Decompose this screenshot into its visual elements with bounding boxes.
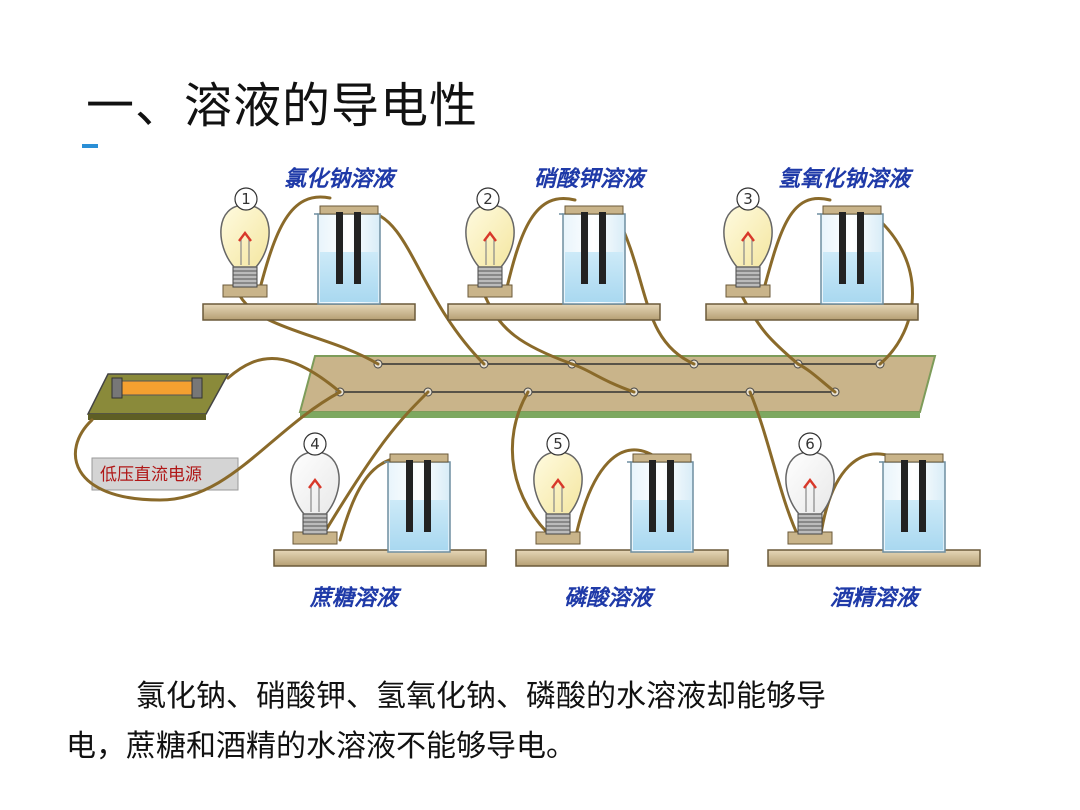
solution-label: 磷酸溶液 [564,585,656,611]
title-accent-mark [82,144,98,148]
setup-number: 1 [241,190,251,208]
setup-2: 2 硝酸钾溶液 [447,166,661,321]
setup-number-circle [736,187,760,211]
caption-line-1: 氯化钠、硝酸钾、氢氧化钠、磷酸的水溶液却能够导 [136,679,826,714]
unlit-bulb-icon [290,451,340,545]
caption-line-2: 电，蔗糖和酒精的水溶液不能够导电。 [66,729,576,764]
setup-number: 4 [310,435,320,453]
lit-bulb-icon [220,204,270,298]
setup-1: 1 氯化钠溶液 [202,166,416,321]
solution-label: 氢氧化钠溶液 [778,166,914,192]
beaker-icon [384,453,451,553]
beaker-icon [559,205,626,305]
base-board [515,549,729,567]
setup-number: 6 [805,435,815,453]
power-source-label: 低压直流电源 [100,465,202,485]
beaker-icon [314,205,381,305]
power-source [86,373,230,420]
setup-number-circle [303,432,327,456]
setup-5: 5 磷酸溶液 [515,432,729,611]
lit-bulb-icon [723,204,773,298]
solution-label: 硝酸钾溶液 [534,166,648,192]
setup-number-circle [798,432,822,456]
setup-number-circle [234,187,258,211]
solution-label: 酒精溶液 [830,585,922,611]
caption: 氯化钠、硝酸钾、氢氧化钠、磷酸的水溶液却能够导 电，蔗糖和酒精的水溶液不能够导电… [66,672,1006,772]
setup-4: 4 蔗糖溶液 [273,432,487,611]
solution-label: 蔗糖溶液 [309,585,402,611]
setup-3: 3 氢氧化钠溶液 [705,166,919,321]
base-board [767,549,981,567]
base-board [202,303,416,321]
base-board [447,303,661,321]
beaker-icon [627,453,694,553]
connecting-wires [74,195,914,542]
unlit-bulb-icon [785,451,835,545]
setup-number-circle [546,432,570,456]
solution-label: 氯化钠溶液 [284,166,398,192]
setup-number: 3 [743,190,753,208]
beaker-icon [879,453,946,553]
base-board [273,549,487,567]
base-board [705,303,919,321]
beaker-icon [817,205,884,305]
setup-6: 6 酒精溶液 [767,432,981,611]
lit-bulb-icon [533,451,583,545]
conductivity-experiment-diagram: 低压直流电源 1 氯化钠溶液 2 硝酸钾溶液 3 氢氧化钠溶液 4 蔗糖溶液 5 磷酸溶液 6 酒精溶… [74,166,981,611]
lit-bulb-icon [465,204,515,298]
setup-number: 2 [483,190,493,208]
setup-number: 5 [553,435,563,453]
experiment-setups: 1 氯化钠溶液 2 硝酸钾溶液 3 氢氧化钠溶液 4 蔗糖溶液 5 磷酸溶液 6 酒精溶液 [202,166,981,611]
page-title: 一、溶液的导电性 [86,78,479,134]
setup-number-circle [476,187,500,211]
